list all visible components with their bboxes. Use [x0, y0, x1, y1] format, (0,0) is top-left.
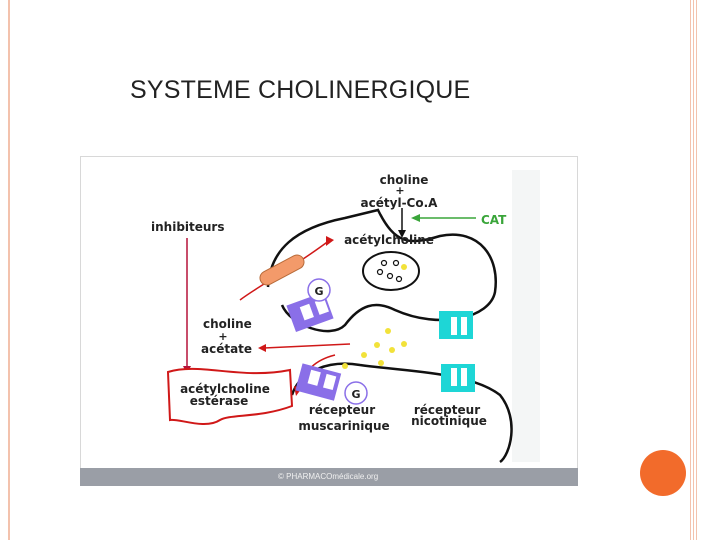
synapse-figure	[80, 156, 578, 486]
right-decor-rule-3	[696, 0, 697, 540]
muscarinic-receptor-bottom	[295, 363, 342, 401]
vesicle-molecule	[395, 275, 403, 283]
figure-footer-bar	[80, 468, 578, 486]
label-g-top: G	[314, 285, 323, 298]
vesicle-molecule	[376, 268, 384, 276]
label-muscarinic-1: récepteur	[309, 403, 375, 417]
nicotinic-receptor-bottom	[441, 364, 475, 392]
vesicle-molecule	[401, 264, 407, 270]
label-inhibitors: inhibiteurs	[151, 220, 225, 234]
presynaptic-terminal	[266, 208, 497, 333]
label-choline-top: choline	[380, 173, 429, 187]
right-decor-rule-2	[693, 0, 694, 540]
orange-circle-decor	[640, 450, 686, 496]
label-plus-top: +	[395, 184, 404, 197]
label-nicotinic-1: récepteur	[414, 403, 480, 417]
label-acetylcholine: acétylcholine	[344, 233, 434, 247]
ach-molecule	[361, 352, 367, 358]
synthesis-arrow-head	[398, 230, 406, 238]
vesicle	[362, 251, 420, 291]
cat-arrow-head	[411, 214, 420, 222]
g-protein-bottom	[344, 381, 368, 405]
recycling-arrow-head	[258, 344, 266, 352]
recycling-arrow	[263, 343, 351, 349]
label-esterase-2: estérase	[190, 394, 248, 408]
postsynaptic-terminal	[290, 362, 513, 464]
inhibitor-capsule	[259, 254, 305, 286]
right-decor-rule-1	[690, 0, 691, 540]
label-acetate: acétate	[201, 342, 252, 356]
slide-title: SYSTEME CHOLINERGIQUE	[130, 76, 471, 104]
ach-molecule	[342, 363, 348, 369]
ach-molecule	[401, 341, 407, 347]
vesicle-molecule	[392, 259, 400, 267]
vesicle-molecule	[380, 259, 388, 267]
esterase-flag	[166, 367, 294, 425]
g-protein-top	[307, 278, 331, 302]
ach-molecule	[378, 360, 384, 366]
ach-molecule	[389, 347, 395, 353]
vesicle-molecule	[386, 272, 394, 280]
label-choline-bottom: choline	[203, 317, 252, 331]
ach-molecule	[374, 342, 380, 348]
label-cat: CAT	[481, 213, 507, 227]
label-muscarinic-2: muscarinique	[298, 419, 389, 433]
left-decor-rule	[8, 0, 10, 540]
label-plus-bottom: +	[218, 330, 227, 343]
label-g-bottom: G	[351, 388, 360, 401]
muscarinic-receptor-top	[286, 292, 334, 332]
label-nicotinic-2: nicotinique	[411, 414, 487, 428]
ach-molecule	[385, 328, 391, 334]
label-esterase-1: acétylcholine	[180, 382, 270, 396]
label-acetyl-coa: acétyl-Co.A	[361, 196, 439, 210]
nicotinic-receptor-top	[439, 311, 473, 339]
right-panel	[512, 170, 540, 462]
figure-credit: © PHARMACOmédicale.org	[278, 472, 379, 481]
inhibitor-arrow-tip	[326, 236, 334, 246]
